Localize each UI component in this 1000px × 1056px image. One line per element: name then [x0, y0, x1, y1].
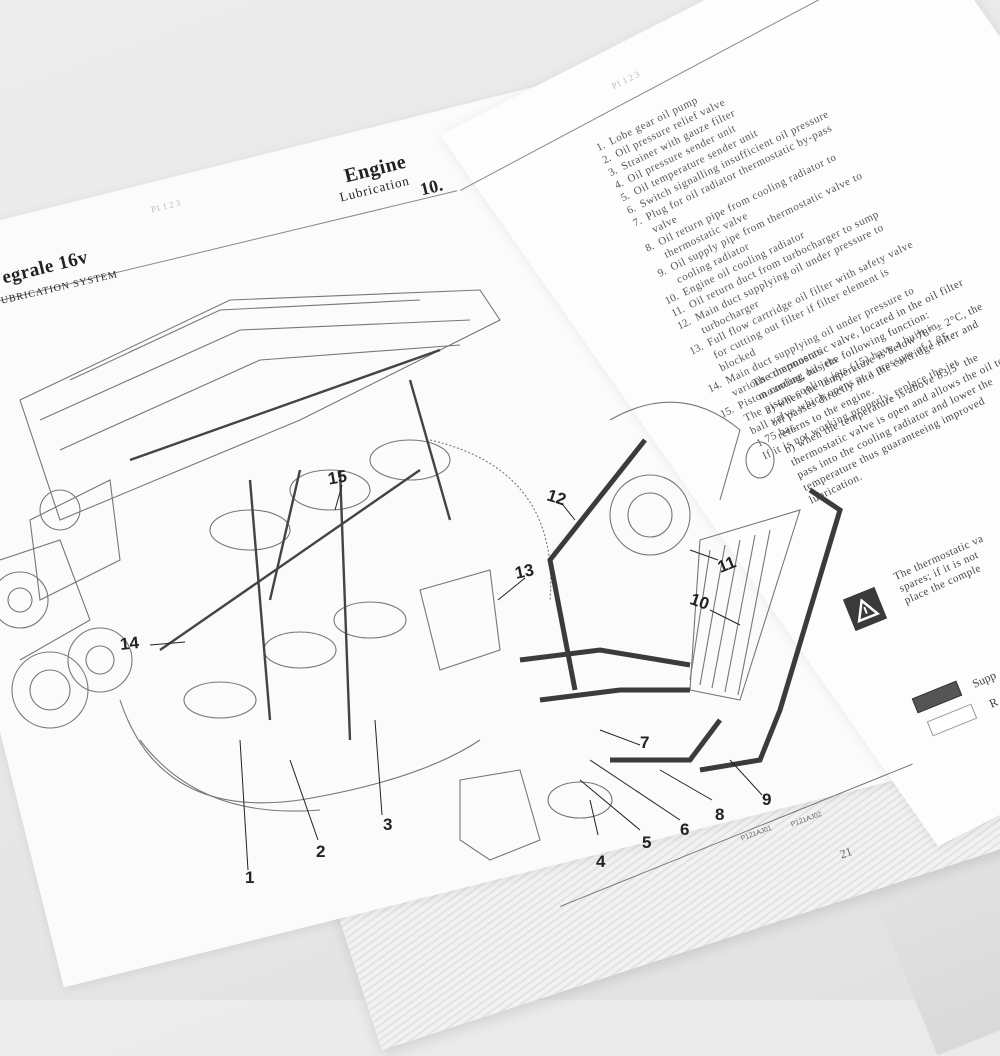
engine-lubrication-diagram — [0, 289, 843, 871]
callout-15: 15 — [326, 466, 349, 489]
callout-1: 1 — [245, 868, 255, 887]
callout-7: 7 — [640, 733, 650, 752]
warning-triangle-icon — [842, 586, 888, 632]
callout-3: 3 — [383, 815, 393, 834]
callout-5: 5 — [642, 833, 652, 852]
callout-4: 4 — [596, 852, 606, 871]
callout-8: 8 — [715, 805, 725, 824]
callout-14: 14 — [119, 633, 140, 654]
callout-6: 6 — [680, 820, 690, 839]
callout-9: 9 — [762, 790, 772, 809]
callout-13: 13 — [513, 560, 536, 583]
callout-2: 2 — [316, 842, 326, 861]
